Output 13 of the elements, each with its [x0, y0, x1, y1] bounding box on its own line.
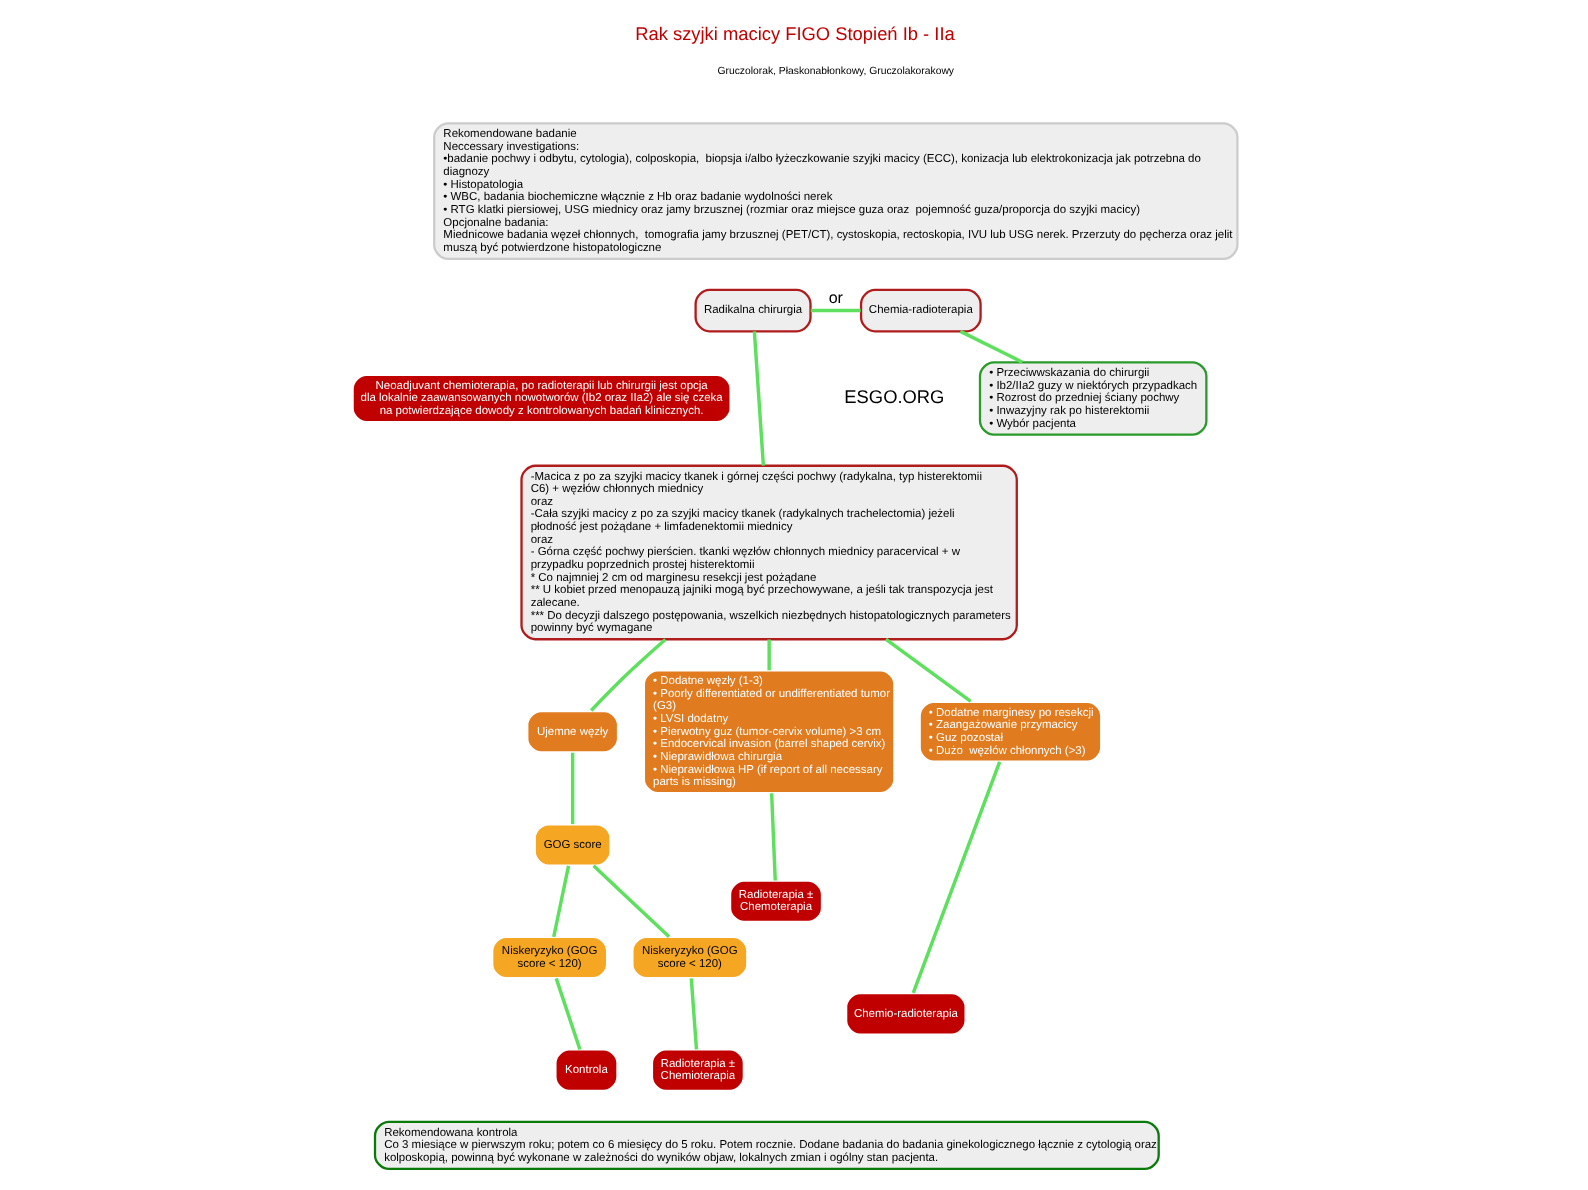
connector — [809, 308, 860, 313]
connector — [958, 329, 1023, 364]
connector — [768, 793, 776, 881]
connector — [910, 761, 1001, 994]
label: ESGO.ORG — [843, 386, 944, 407]
connector — [591, 864, 670, 939]
connector — [553, 977, 581, 1050]
connector — [569, 752, 574, 825]
diagram-title: Rak szyjki macicy FIGO Stopień Ib - IIa — [634, 24, 954, 45]
connector — [766, 639, 770, 671]
connector — [551, 865, 570, 938]
connector — [751, 331, 765, 466]
connector — [688, 978, 698, 1050]
